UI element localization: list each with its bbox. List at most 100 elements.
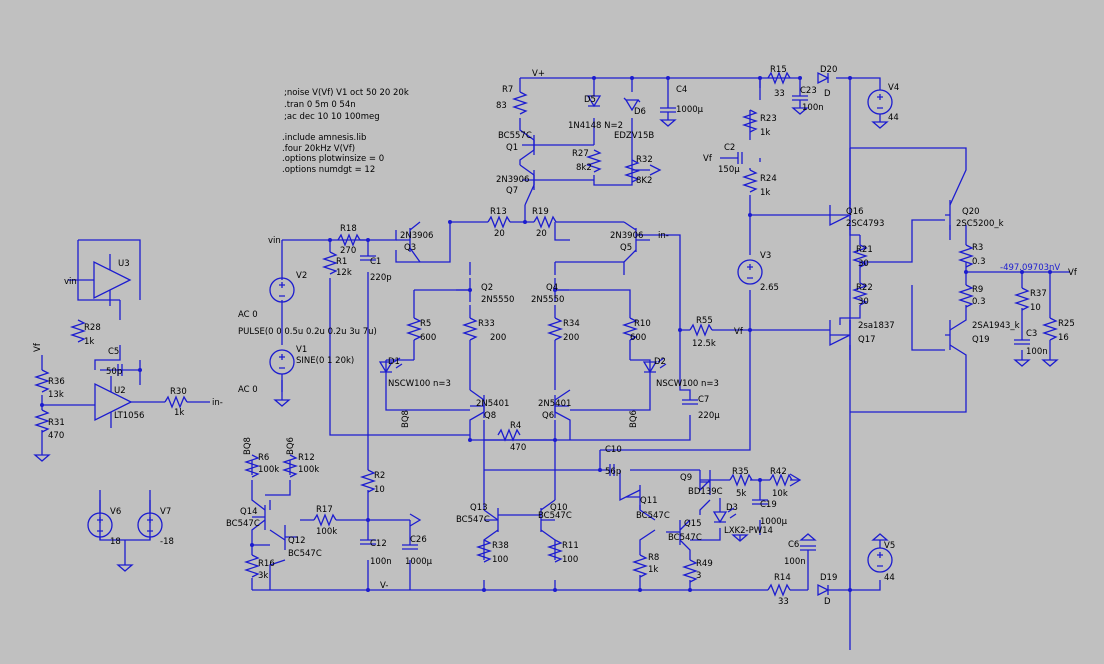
- r4-body: [497, 428, 521, 442]
- v1-body: [269, 349, 295, 375]
- q7-model: 2N3906: [496, 175, 529, 185]
- r13-value: 20: [494, 229, 505, 239]
- r38-value: 100: [492, 555, 508, 565]
- v3-label: V3: [760, 251, 771, 261]
- c7-label: C7: [698, 395, 709, 405]
- ground-symbol: [791, 107, 809, 115]
- r10-value: 600: [630, 333, 646, 343]
- q15-body: [666, 520, 681, 545]
- q10-model: BC547C: [538, 511, 572, 521]
- probe-value: -497.09703nV: [1000, 263, 1060, 273]
- opamps: [93, 254, 133, 428]
- v3-value: 2.65: [760, 283, 779, 293]
- r36-label: R36: [48, 377, 65, 387]
- q10-body: [540, 508, 555, 532]
- c6-value: 100n: [784, 557, 806, 567]
- r22-value: 30: [858, 297, 869, 307]
- r37-label: R37: [1030, 289, 1047, 299]
- d1-label: D1: [388, 357, 400, 367]
- q5-label: Q5: [620, 243, 632, 253]
- c4-label: C4: [676, 85, 687, 95]
- q6-model: 2N5401: [538, 399, 571, 409]
- ground-symbol: [33, 454, 51, 462]
- q3-model: 2N3906: [400, 231, 433, 241]
- r36-body: [33, 369, 51, 393]
- c3-value: 100n: [1026, 347, 1048, 357]
- c3-body: [1014, 339, 1030, 345]
- r28-body: [69, 319, 87, 343]
- r25-label: R25: [1058, 319, 1075, 329]
- r37-value: 10: [1030, 303, 1041, 313]
- r2-value: 10: [374, 485, 385, 495]
- d6-body: [623, 97, 641, 112]
- r6-value: 100k: [258, 465, 279, 475]
- c1-value: 220p: [370, 273, 392, 283]
- r22-label: R22: [856, 283, 873, 293]
- r6-label: R6: [258, 453, 269, 463]
- r30-value: 1k: [174, 408, 184, 418]
- c26-label: C26: [410, 535, 427, 545]
- ground-symbol: [731, 534, 749, 542]
- diodes: [378, 71, 830, 597]
- c6-body: [800, 545, 816, 551]
- r19-body: [533, 215, 557, 229]
- q12-model: BC547C: [288, 549, 322, 559]
- r11-label: R11: [562, 541, 579, 551]
- voltage-sources: [87, 89, 893, 573]
- r2-body: [359, 469, 377, 493]
- c26-body: [402, 544, 418, 550]
- r3-value: 0.3: [972, 257, 986, 267]
- r13-body: [487, 215, 511, 229]
- q1-model: BC557C: [498, 131, 532, 141]
- q2-label: Q2: [481, 283, 493, 293]
- d5-value: 1N4148 N=2: [568, 121, 623, 131]
- r27-value: 8k2: [576, 163, 592, 173]
- r5-label: R5: [420, 319, 431, 329]
- component-labels: V2 AC 0 PULSE(0 0 0.5u 0.2u 0.2u 3u 7u) …: [48, 65, 1075, 607]
- q6-label: Q6: [542, 411, 554, 421]
- r27-body: [585, 149, 603, 173]
- d20-body: [817, 71, 830, 85]
- r32-body: [623, 159, 641, 183]
- c3-label: C3: [1026, 329, 1037, 339]
- r14-body: [767, 583, 791, 597]
- d20-label: D20: [820, 65, 837, 75]
- r8-value: 1k: [648, 565, 658, 575]
- q14-label: Q14: [240, 507, 258, 517]
- v4-label: V4: [888, 83, 899, 93]
- d3-body: [712, 507, 737, 524]
- u2-model: LT1056: [114, 411, 144, 421]
- r24-value: 1k: [760, 188, 770, 198]
- r42-label: R42: [770, 467, 787, 477]
- q17-body: [830, 320, 851, 350]
- r8-label: R8: [648, 553, 659, 563]
- r2-label: R2: [374, 471, 385, 481]
- u2-label: U2: [114, 386, 126, 396]
- r49-body: [681, 559, 699, 583]
- r28-value: 1k: [84, 337, 94, 347]
- r9-body: [957, 284, 975, 308]
- r22-body: [851, 282, 869, 306]
- q15-label: Q15: [684, 519, 702, 529]
- q12-body: [284, 525, 298, 550]
- c5-label: C5: [108, 347, 119, 357]
- c7-value: 220µ: [698, 411, 720, 421]
- r31-label: R31: [48, 418, 65, 428]
- r8-body: [631, 554, 649, 578]
- c12-label: C12: [370, 539, 387, 549]
- directive-noise: ;noise V(Vf) V1 oct 50 20 20k: [284, 88, 409, 98]
- grounds: [33, 107, 1059, 572]
- r10-label: R10: [634, 319, 651, 329]
- v1-pulse: PULSE(0 0 0.5u 0.2u 0.2u 3u 7u): [238, 327, 377, 337]
- net-label-bq6: BQ6: [629, 410, 639, 428]
- q9-model: BD139C: [688, 487, 723, 497]
- directive-options-numdgt: .options numdgt = 12: [282, 165, 375, 175]
- ground-symbol: [871, 533, 889, 541]
- net-label-vin: vin: [64, 277, 77, 287]
- r27-label: R27: [572, 149, 589, 159]
- net-label-vf: Vf: [1068, 268, 1078, 278]
- c26-value: 1000µ: [405, 557, 433, 567]
- v2-label: V2: [296, 271, 307, 281]
